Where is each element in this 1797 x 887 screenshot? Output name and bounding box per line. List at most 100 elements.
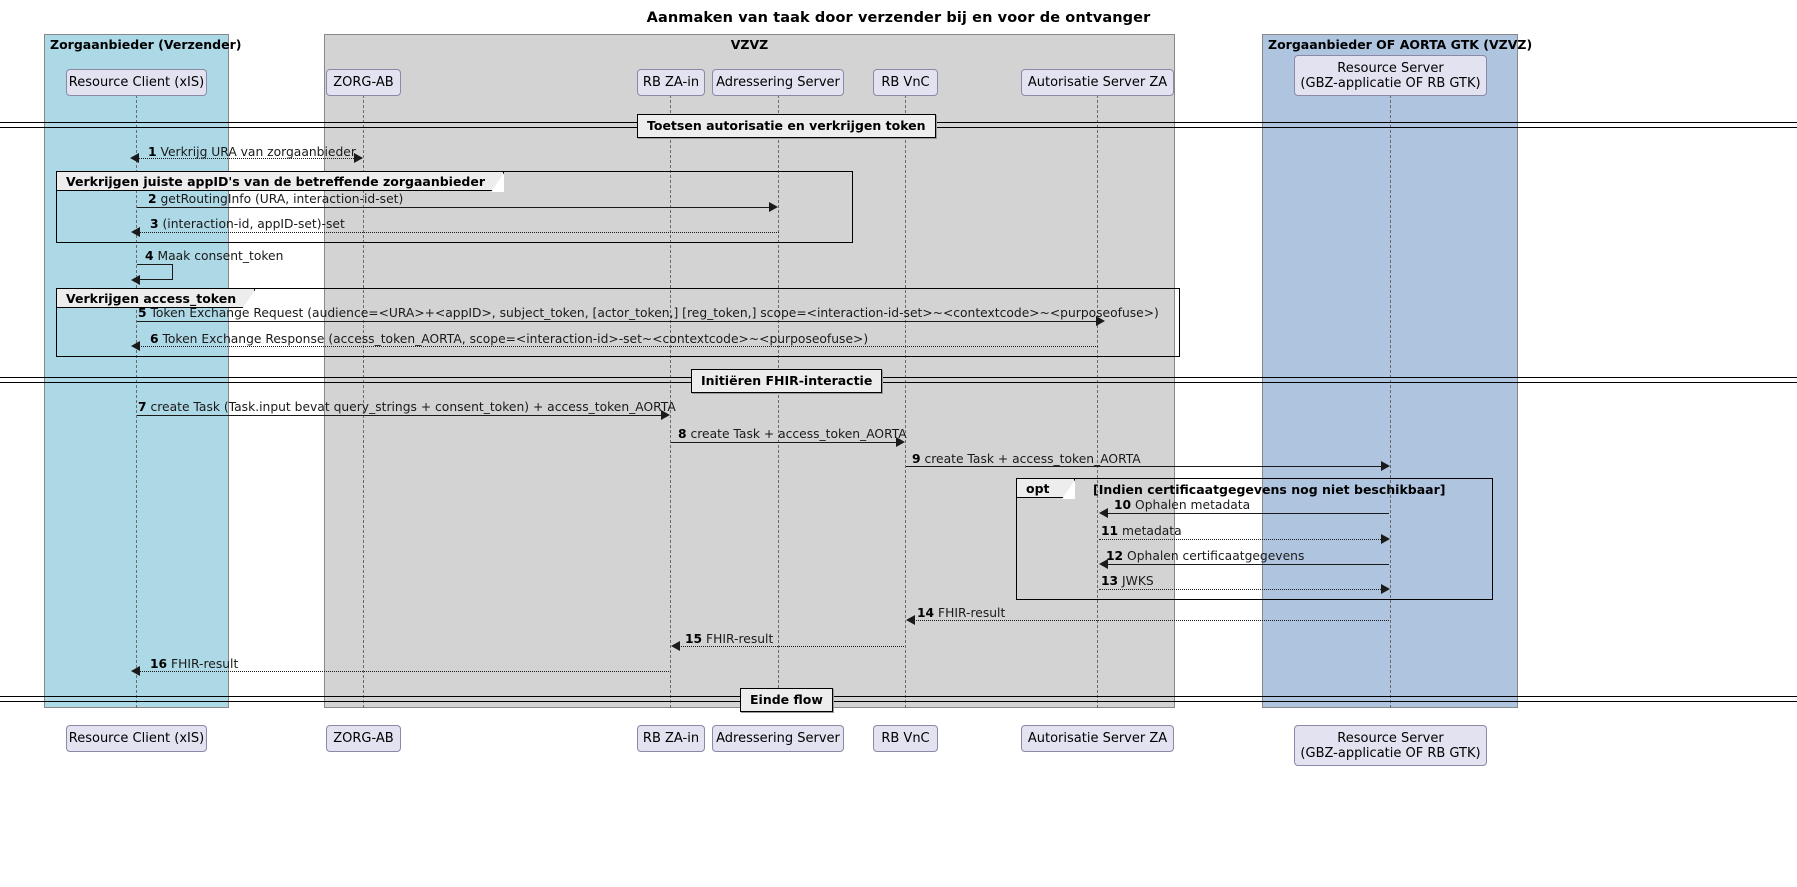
participant-label: RB ZA-in <box>642 731 700 746</box>
message-7-text: create Task (Task.input bevat query_stri… <box>150 400 676 414</box>
participant-autorisatie-server-za-top[interactable]: Autorisatie Server ZA <box>1021 69 1174 96</box>
participant-label: RB VnC <box>881 75 930 90</box>
message-1-label: 1 Verkrijg URA van zorgaanbieder <box>148 145 356 159</box>
message-9-label: 9 create Task + access_token_AORTA <box>912 452 1141 466</box>
message-3-line <box>139 232 779 233</box>
message-5-text: Token Exchange Request (audience=<URA>+<… <box>150 306 1159 320</box>
message-11-text: metadata <box>1122 524 1182 538</box>
page-title: Aanmaken van taak door verzender bij en … <box>646 10 1151 26</box>
participant-resource-server-top[interactable]: Resource Server (GBZ-applicatie OF RB GT… <box>1294 55 1487 96</box>
message-3-text: (interaction-id, appID-set)-set <box>162 217 345 231</box>
message-3-arrowhead <box>131 227 140 237</box>
message-5-label: 5 Token Exchange Request (audience=<URA>… <box>138 306 1159 320</box>
message-11-number: 11 <box>1101 524 1119 538</box>
message-8-arrowhead <box>896 437 905 447</box>
participant-resource-server-bottom[interactable]: Resource Server (GBZ-applicatie OF RB GT… <box>1294 725 1487 766</box>
message-2-arrowhead <box>769 202 778 212</box>
message-9-text: create Task + access_token_AORTA <box>924 452 1141 466</box>
lifeline-autorisatie-server-za <box>1097 95 1098 708</box>
divider-toetsen-autorisatie: Toetsen autorisatie en verkrijgen token <box>637 114 936 138</box>
message-5-line <box>137 321 1096 322</box>
frame-opt-certificaat-tab: opt <box>1017 479 1075 499</box>
message-1-line <box>138 158 362 159</box>
message-11-arrowhead <box>1381 534 1390 544</box>
message-14-text: FHIR-result <box>938 606 1006 620</box>
message-1-arrowhead-left <box>130 153 139 163</box>
message-11-line <box>1099 539 1381 540</box>
message-1-text: Verkrijg URA van zorgaanbieder <box>160 145 356 159</box>
message-13-line <box>1099 589 1381 590</box>
participant-adressering-server-top[interactable]: Adressering Server <box>712 69 844 96</box>
lifeline-rb-za-in <box>670 95 671 708</box>
participant-rb-za-in-bottom[interactable]: RB ZA-in <box>637 725 705 752</box>
message-7-arrowhead <box>661 410 670 420</box>
message-1-arrowhead-right <box>354 153 363 163</box>
message-8-line <box>671 442 896 443</box>
participant-label: Resource Server (GBZ-applicatie OF RB GT… <box>1300 60 1481 91</box>
participant-autorisatie-server-za-bottom[interactable]: Autorisatie Server ZA <box>1021 725 1174 752</box>
message-12-text: Ophalen certificaatgegevens <box>1127 549 1305 563</box>
message-16-number: 16 <box>150 657 168 671</box>
message-15-arrowhead <box>671 641 680 651</box>
message-6-label: 6 Token Exchange Response (access_token_… <box>150 332 868 346</box>
message-11-label: 11 metadata <box>1101 524 1182 538</box>
participant-rb-vnc-bottom[interactable]: RB VnC <box>873 725 938 752</box>
message-16-text: FHIR-result <box>171 657 239 671</box>
message-9-arrowhead <box>1381 461 1390 471</box>
message-14-line <box>914 620 1389 621</box>
message-16-line <box>139 671 669 672</box>
message-8-label: 8 create Task + access_token_AORTA <box>678 427 907 441</box>
divider-einde-flow-lines <box>0 696 1797 702</box>
box-zorgaanbieder-verzender-label: Zorgaanbieder (Verzender) <box>50 37 242 52</box>
message-10-label: 10 Ophalen metadata <box>1114 498 1250 512</box>
frame-appid-tab: Verkrijgen juiste appID's van de betreff… <box>57 172 505 192</box>
message-6-line <box>139 346 1098 347</box>
participant-label: RB ZA-in <box>642 75 700 90</box>
participant-label: Resource Client (xIS) <box>68 75 205 90</box>
message-12-number: 12 <box>1106 549 1124 563</box>
participant-label: Autorisatie Server ZA <box>1027 731 1168 746</box>
message-7-number: 7 <box>138 400 147 414</box>
frame-access-token: Verkrijgen access_token <box>56 288 1180 357</box>
message-8-number: 8 <box>678 427 687 441</box>
message-3-label: 3 (interaction-id, appID-set)-set <box>150 217 345 231</box>
message-15-text: FHIR-result <box>706 632 774 646</box>
message-15-number: 15 <box>685 632 703 646</box>
message-2-line <box>137 207 769 208</box>
participant-label: ZORG-AB <box>333 75 394 90</box>
message-4-text: Maak consent_token <box>157 249 284 263</box>
message-1-number: 1 <box>148 145 157 159</box>
message-6-arrowhead <box>131 341 140 351</box>
message-2-text: getRoutingInfo (URA, interaction-id-set) <box>160 192 404 206</box>
message-5-number: 5 <box>138 306 147 320</box>
message-5-arrowhead <box>1096 316 1105 326</box>
frame-access-token-tab: Verkrijgen access_token <box>57 289 256 309</box>
message-7-label: 7 create Task (Task.input bevat query_st… <box>138 400 676 414</box>
message-4-self-loop <box>137 264 173 280</box>
frame-opt-certificaat: opt <box>1016 478 1493 600</box>
message-10-number: 10 <box>1114 498 1132 512</box>
message-9-number: 9 <box>912 452 921 466</box>
participant-resource-client-xis-bottom[interactable]: Resource Client (xIS) <box>66 725 207 752</box>
message-15-line <box>679 646 904 647</box>
message-8-text: create Task + access_token_AORTA <box>690 427 907 441</box>
lifeline-zorg-ab <box>363 95 364 708</box>
message-10-arrowhead <box>1099 508 1108 518</box>
participant-rb-za-in-top[interactable]: RB ZA-in <box>637 69 705 96</box>
participant-resource-client-xis-top[interactable]: Resource Client (xIS) <box>66 69 207 96</box>
divider-einde-flow: Einde flow <box>740 688 833 712</box>
frame-appid: Verkrijgen juiste appID's van de betreff… <box>56 171 853 243</box>
participant-label: Adressering Server <box>716 75 840 90</box>
participant-zorg-ab-bottom[interactable]: ZORG-AB <box>326 725 401 752</box>
participant-adressering-server-bottom[interactable]: Adressering Server <box>712 725 844 752</box>
participant-rb-vnc-top[interactable]: RB VnC <box>873 69 938 96</box>
message-13-label: 13 JWKS <box>1101 574 1154 588</box>
participant-label: Autorisatie Server ZA <box>1027 75 1168 90</box>
message-16-label: 16 FHIR-result <box>150 657 238 671</box>
message-4-number: 4 <box>145 249 154 263</box>
message-12-label: 12 Ophalen certificaatgegevens <box>1106 549 1304 563</box>
participant-label: ZORG-AB <box>333 731 394 746</box>
participant-label: Adressering Server <box>716 731 840 746</box>
participant-zorg-ab-top[interactable]: ZORG-AB <box>326 69 401 96</box>
message-9-line <box>906 466 1381 467</box>
